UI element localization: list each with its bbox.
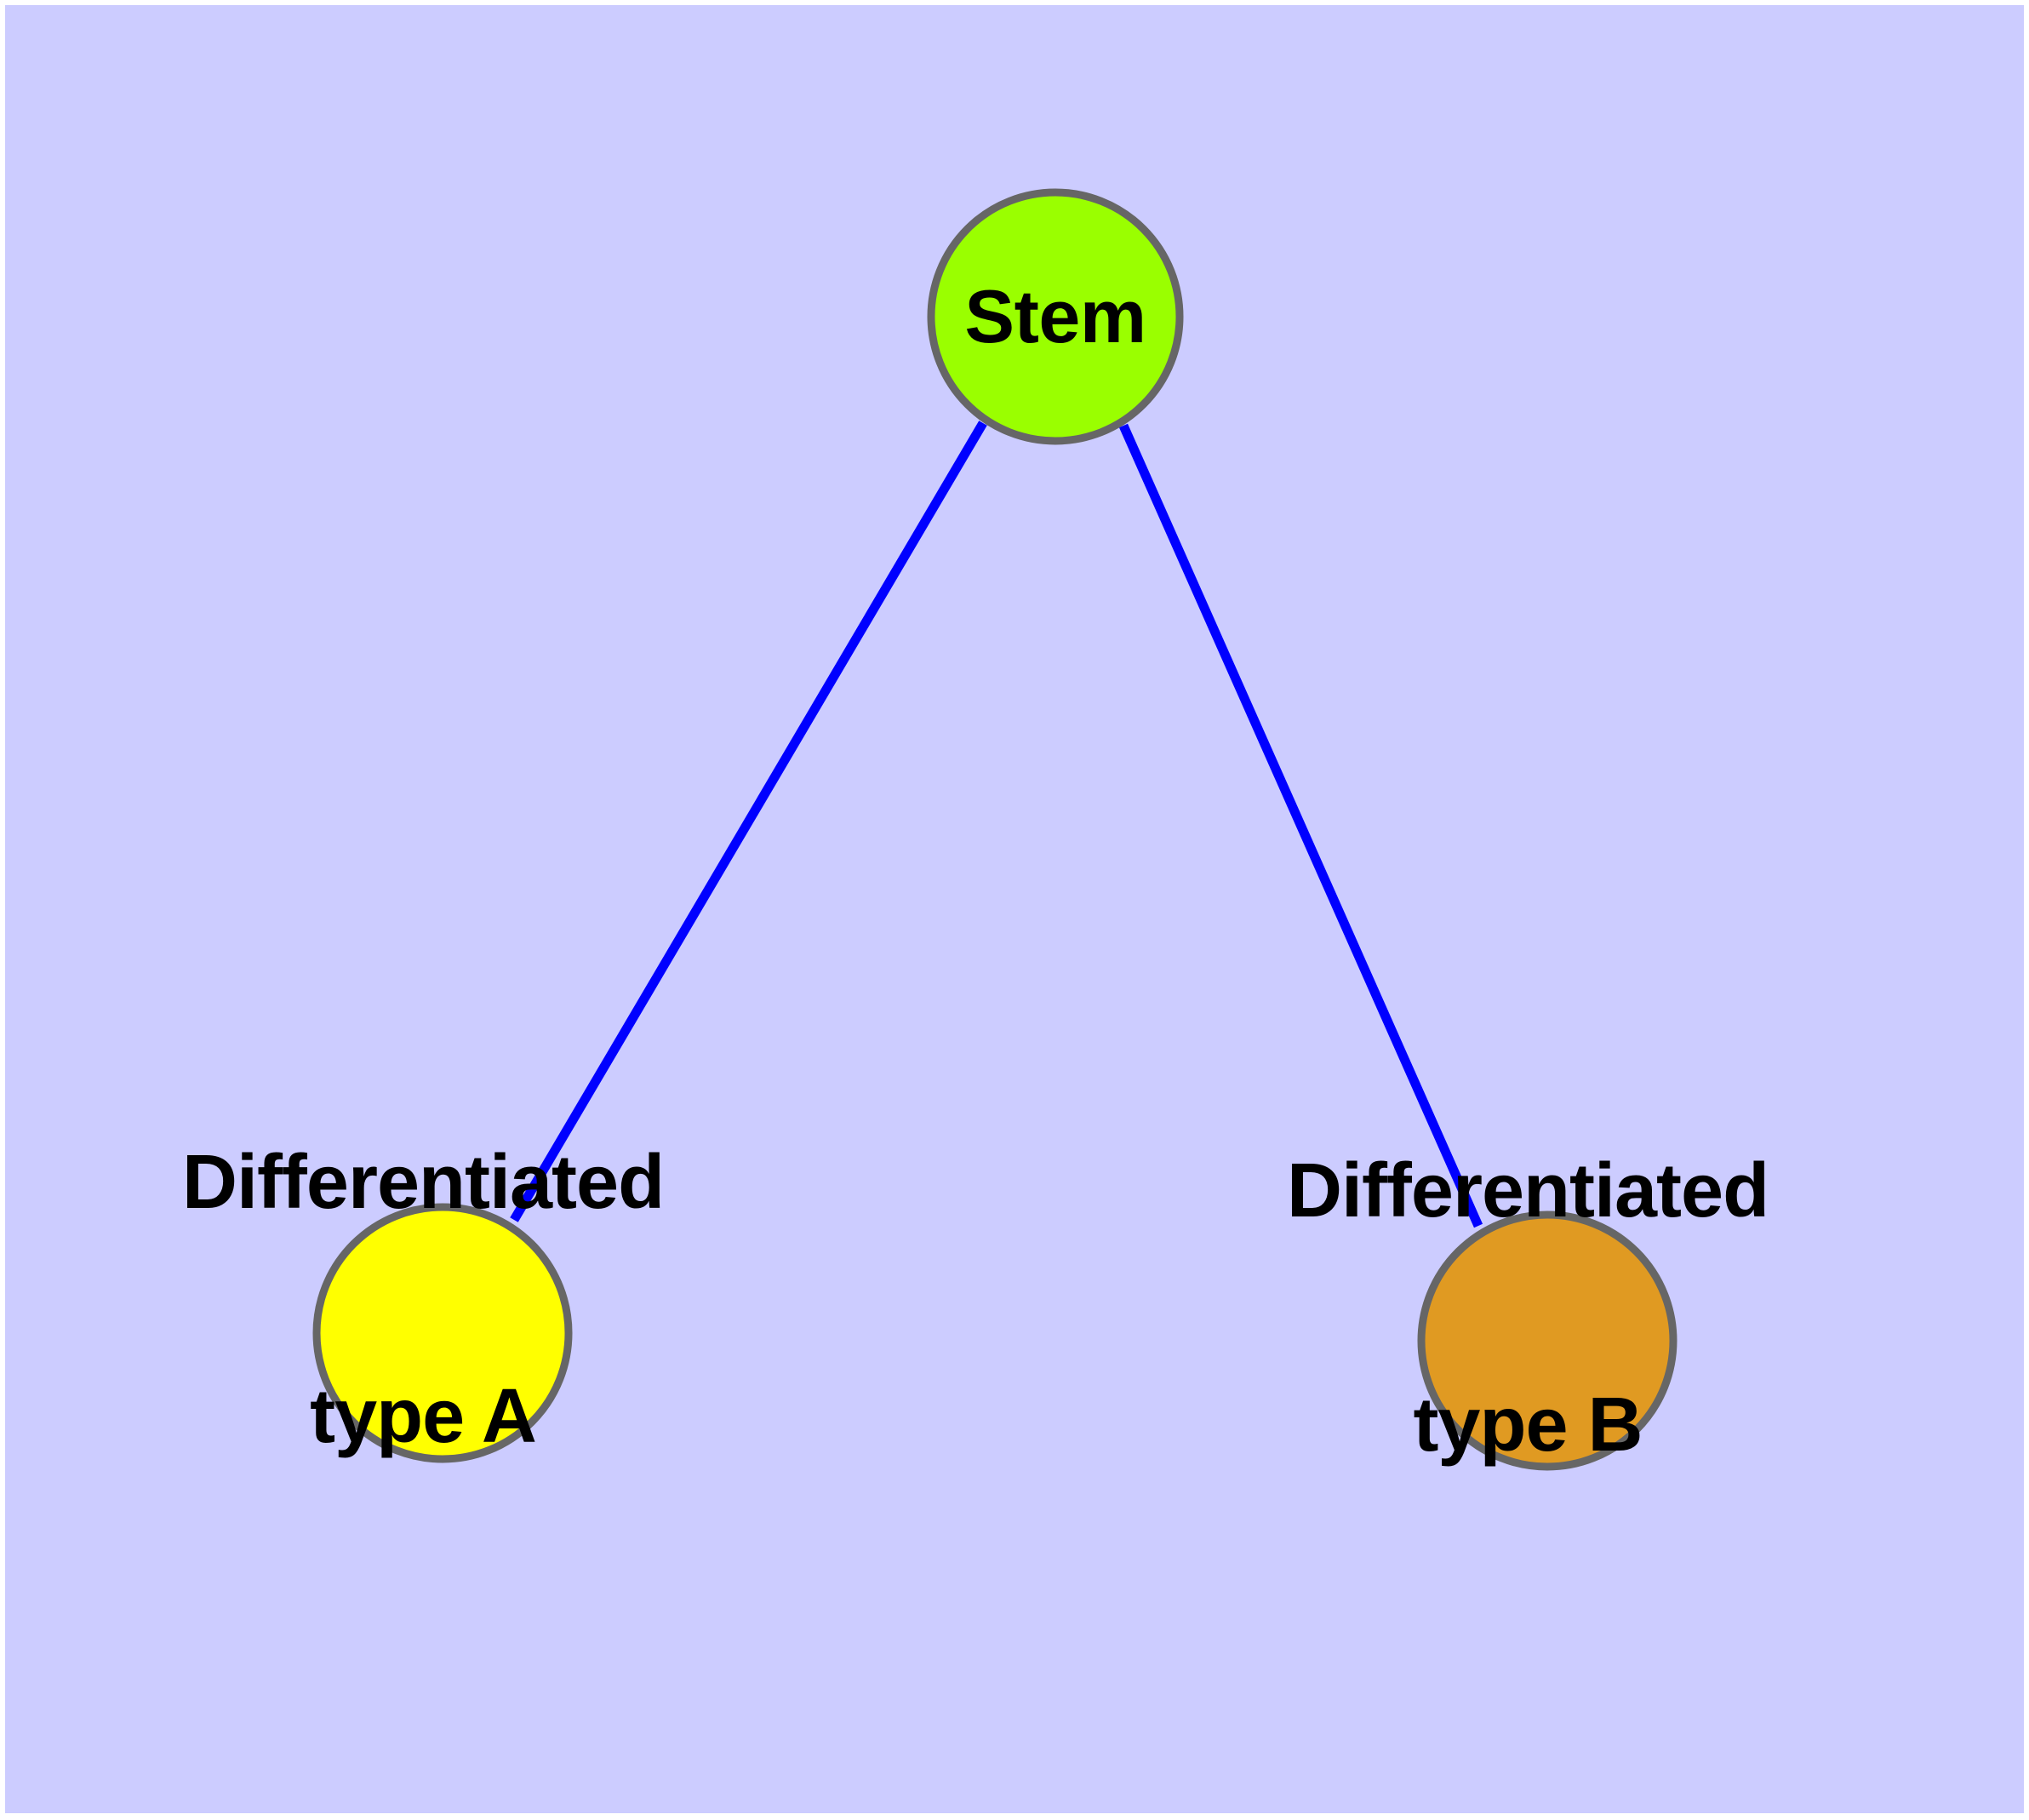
node-differentiated-type-b[interactable] [1417, 1210, 1677, 1471]
node-stem[interactable] [927, 188, 1184, 445]
edge-stem-to-diff-b [1118, 423, 1483, 1228]
edge-stem-to-diff-a [510, 421, 987, 1222]
node-differentiated-type-a[interactable] [312, 1203, 573, 1463]
node-layer [312, 188, 1677, 1471]
edge-layer [510, 421, 1483, 1228]
